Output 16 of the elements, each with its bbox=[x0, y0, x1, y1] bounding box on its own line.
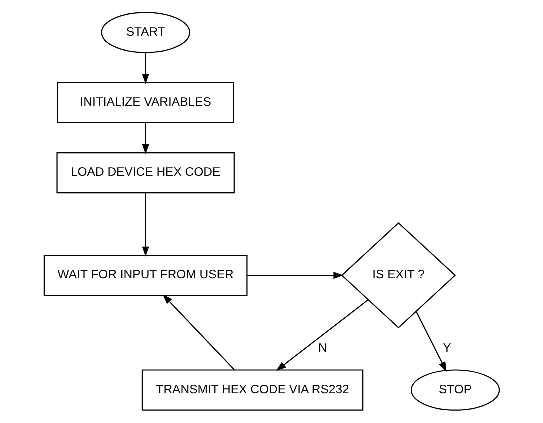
node-diamond: IS EXIT ? bbox=[340, 222, 456, 329]
node-box: LOAD DEVICE HEX CODE bbox=[56, 152, 234, 194]
arrow bbox=[247, 272, 344, 280]
arrow bbox=[142, 123, 149, 155]
arrow bbox=[415, 311, 446, 372]
node-box: INITIALIZE VARIABLES bbox=[56, 82, 234, 124]
node-box: WAIT FOR INPUT FROM USER bbox=[43, 254, 248, 296]
node-box: TRANSMIT HEX CODE VIA RS232 bbox=[141, 370, 364, 411]
arrow bbox=[162, 294, 234, 370]
edge-label: Y bbox=[442, 341, 451, 356]
node-ellipse: START bbox=[100, 12, 190, 54]
arrow bbox=[276, 300, 368, 372]
arrow bbox=[142, 53, 149, 84]
arrow bbox=[142, 194, 149, 257]
edge-label: N bbox=[318, 341, 327, 356]
node-ellipse: STOP bbox=[410, 370, 500, 411]
